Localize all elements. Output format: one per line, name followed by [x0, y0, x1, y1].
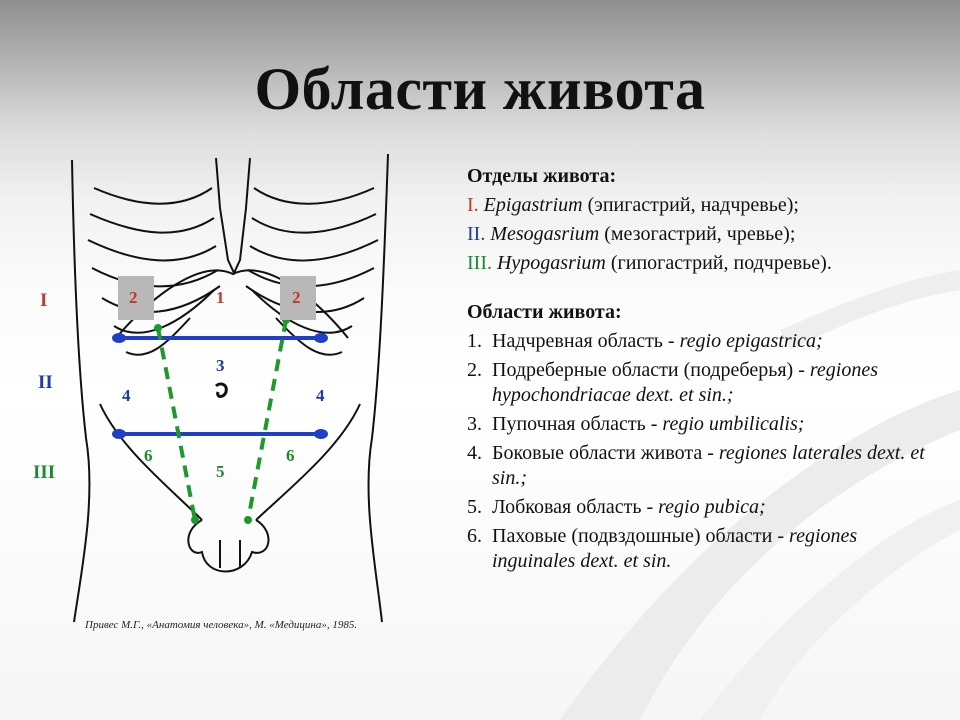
divisions-heading: Отделы живота:	[467, 165, 617, 187]
region-num-5: 5.	[467, 496, 482, 518]
division-latin-1: Epigastrium	[483, 194, 583, 216]
region-label-2-left: 2	[129, 288, 138, 307]
region-ru-4: Боковые области живота -	[492, 442, 719, 464]
region-box-left	[118, 276, 154, 320]
region-latin-2: regiones hypochondriacae dext. et sin.;	[492, 359, 878, 406]
region-label-1: 1	[216, 288, 225, 307]
figure-caption: Привес М.Г., «Анатомия человека», М. «Ме…	[85, 619, 358, 631]
division-item-3: III. Hypogasrium (гипогастрий, подчревье…	[467, 249, 937, 278]
region-ru-2: Подреберные области (подреберья) -	[492, 359, 810, 381]
division-item-2: II. Mesogasrium (мезогастрий, чревье);	[467, 220, 937, 249]
division-text-3: (гипогастрий, подчревье).	[605, 252, 832, 274]
page-title: Области живота	[254, 56, 706, 122]
region-latin-3: regio umbilicalis;	[662, 413, 805, 435]
division-latin-2: Mesogasrium	[490, 223, 600, 245]
region-latin-6: regiones inguinales dext. et sin.	[492, 525, 858, 572]
region-label-5: 5	[216, 462, 225, 481]
division-item-1: I. Epigastrium (эпигастрий, надчревье);	[467, 191, 937, 220]
region-label-4-left: 4	[122, 386, 131, 405]
region-label-6-left: 6	[144, 446, 153, 465]
region-item-4: 4. Боковые области живота - regiones lat…	[467, 441, 937, 491]
region-item-1: 1. Надчревная область - regio epigastric…	[467, 329, 937, 354]
region-label-3: 3	[216, 356, 225, 375]
region-num-6: 6.	[467, 525, 482, 547]
region-label-6-right: 6	[286, 446, 295, 465]
division-num-1: I.	[467, 194, 479, 216]
region-latin-4: regiones laterales dext. et sin.;	[492, 442, 925, 489]
region-num-4: 4.	[467, 442, 482, 464]
region-ru-6: Паховые (подвздошные) области -	[492, 525, 790, 547]
region-item-6: 6. Паховые (подвздошные) области - regio…	[467, 524, 937, 574]
region-item-5: 5. Лобковая область - regio pubica;	[467, 495, 937, 520]
abdomen-drawing	[71, 153, 389, 623]
region-ru-1: Надчревная область -	[492, 330, 680, 352]
level-label-3: III	[33, 462, 56, 483]
text-panel: Отделы живота: I. Epigastrium (эпигастри…	[467, 162, 937, 578]
region-latin-1: regio epigastrica;	[679, 330, 823, 352]
division-text-2: (мезогастрий, чревье);	[599, 223, 796, 245]
region-num-1: 1.	[467, 330, 482, 352]
region-ru-3: Пупочная область -	[492, 413, 663, 435]
region-item-3: 3. Пупочная область - regio umbilicalis;	[467, 412, 937, 437]
abdomen-figure: I II III 1 2 2 3 4 4 5 6 6	[30, 148, 400, 638]
region-label-4-right: 4	[316, 386, 325, 405]
level-label-1: I	[40, 290, 48, 311]
level-label-2: II	[38, 372, 53, 393]
region-ru-5: Лобковая область -	[492, 496, 659, 518]
region-latin-5: regio pubica;	[658, 496, 766, 518]
region-label-2-right: 2	[292, 288, 301, 307]
region-num-2: 2.	[467, 359, 482, 381]
region-box-right	[280, 276, 316, 320]
division-text-1: (эпигастрий, надчревье);	[582, 194, 799, 216]
division-num-2: II.	[467, 223, 486, 245]
region-item-2: 2. Подреберные области (подреберья) - re…	[467, 358, 937, 408]
regions-heading: Области живота:	[467, 301, 622, 323]
region-num-3: 3.	[467, 413, 482, 435]
division-num-3: III.	[467, 252, 492, 274]
division-latin-3: Hypogasrium	[496, 252, 606, 274]
